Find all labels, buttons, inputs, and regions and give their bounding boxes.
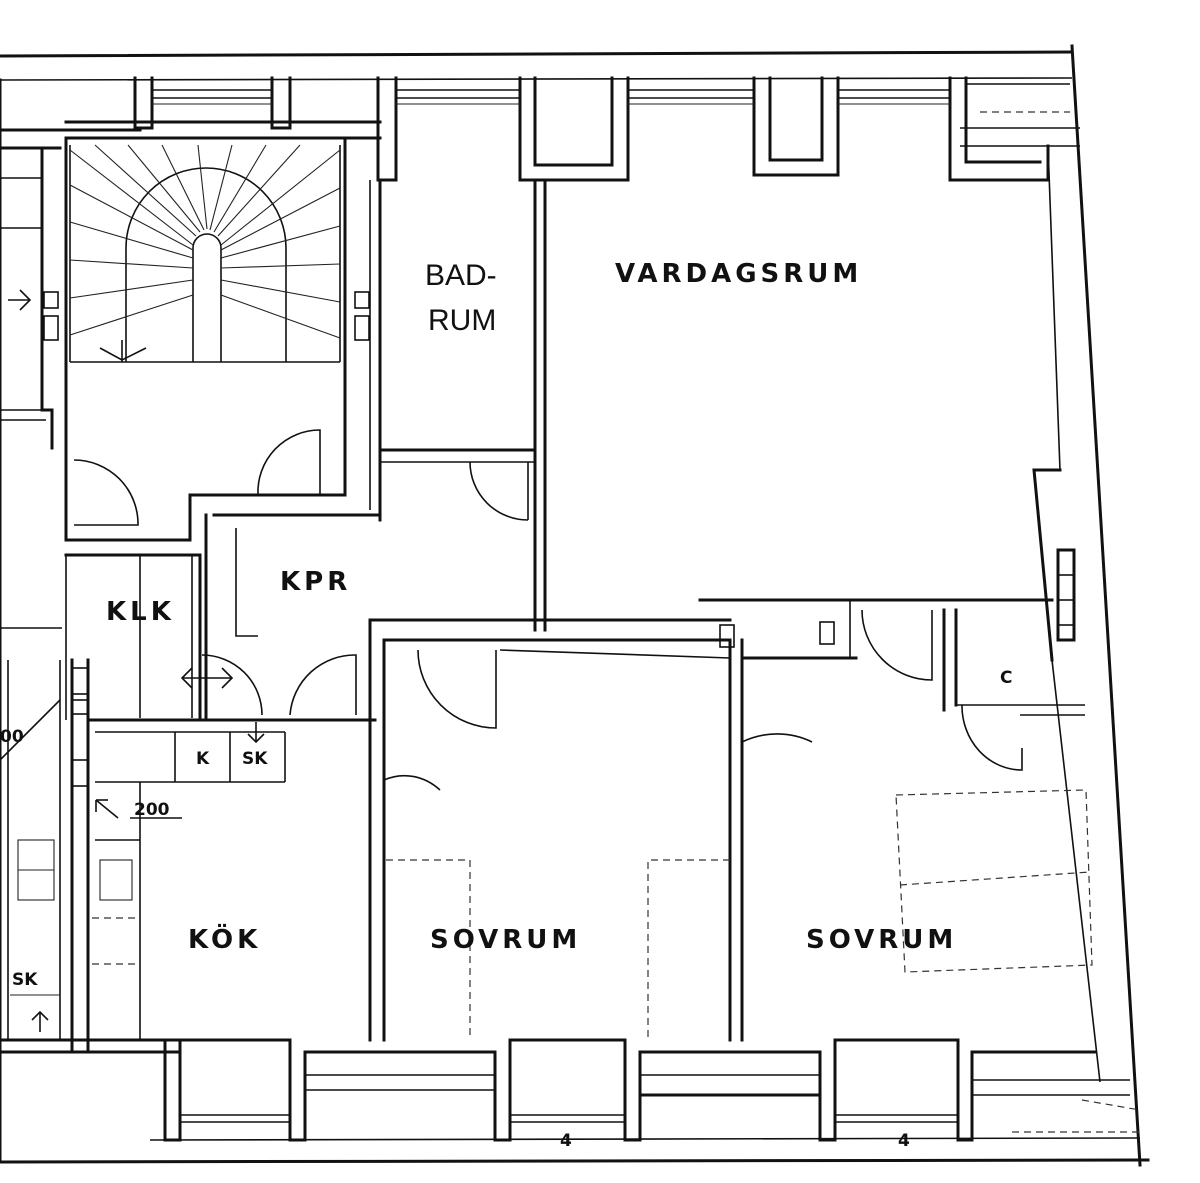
mark-k: K xyxy=(196,749,210,769)
room-label-sovrum-2: SOVRUM xyxy=(806,925,957,955)
exterior-walls xyxy=(0,44,1150,1167)
mark-c: C xyxy=(1000,668,1012,688)
room-label-klk: KLK xyxy=(106,597,175,627)
window-bottom-bedroom-1 xyxy=(510,1114,625,1123)
room-label-vardagsrum: VARDAGSRUM xyxy=(615,259,862,289)
mark-sk-kitchen: SK xyxy=(242,749,268,769)
mark-four-2: 4 xyxy=(898,1131,910,1151)
mark-four-1: 4 xyxy=(560,1131,572,1151)
window-top-bath xyxy=(396,89,520,105)
window-top-living-1 xyxy=(628,89,754,105)
mark-dim-200: 200 xyxy=(134,800,170,820)
window-top-stair xyxy=(152,89,272,105)
bedroom-1-walls xyxy=(368,618,744,1042)
room-label-badrum-2: RUM xyxy=(428,304,496,337)
window-bottom-kitchen xyxy=(180,1114,290,1123)
room-labels: BAD- RUM VARDAGSRUM KPR KLK KÖK SOVRUM S… xyxy=(106,259,957,955)
room-label-kpr: KPR xyxy=(280,567,351,597)
mark-sk-left: SK xyxy=(12,970,38,990)
kitchen-walls xyxy=(0,658,286,1054)
hall-walls xyxy=(73,429,382,722)
window-top-corner xyxy=(966,83,1070,113)
window-bottom-bedroom-2 xyxy=(835,1114,958,1123)
window-top-living-2 xyxy=(838,89,950,105)
room-label-sovrum-1: SOVRUM xyxy=(430,925,581,955)
room-label-badrum-1: BAD- xyxy=(425,259,497,292)
bathroom-walls xyxy=(43,178,547,632)
bedroom-2-walls xyxy=(698,598,1093,973)
plan-marks: K SK SK 200 C 00 4 4 xyxy=(0,289,1012,1151)
mark-dim-left: 00 xyxy=(0,727,24,747)
klk-walls xyxy=(64,553,202,720)
staircase xyxy=(40,138,347,542)
room-label-kok: KÖK xyxy=(188,922,261,955)
